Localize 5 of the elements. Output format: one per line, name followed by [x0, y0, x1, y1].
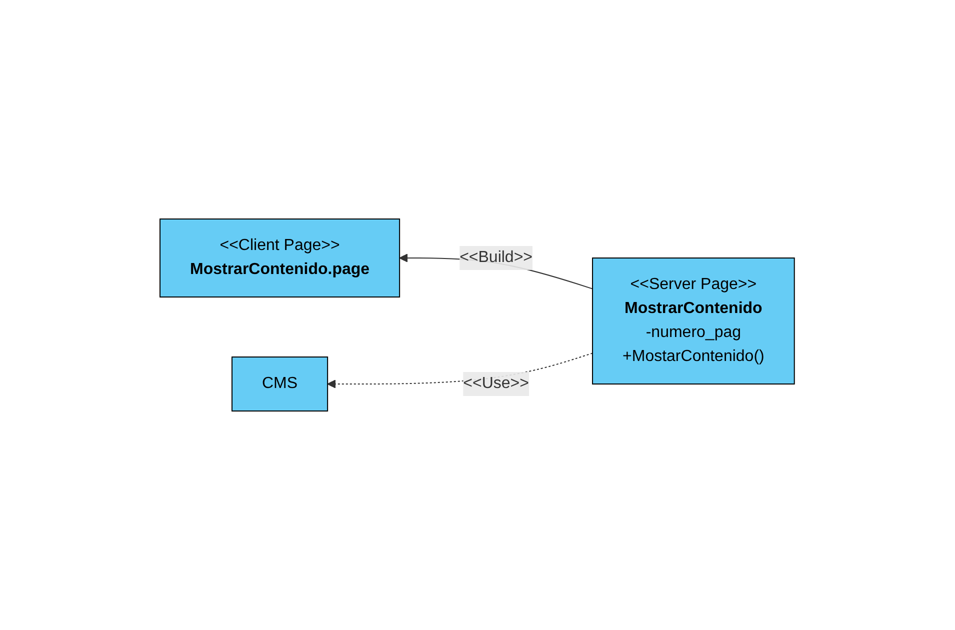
edge-label: <<Build>>: [460, 249, 533, 266]
node-box: <<Client Page>> MostrarContenido.page: [160, 218, 400, 298]
node-box: CMS: [232, 356, 328, 412]
edge-label: <<Use>>: [463, 375, 530, 392]
node-box: <<Server Page>> MostrarContenido -numero_pag +MostarContenido(): [592, 258, 796, 384]
